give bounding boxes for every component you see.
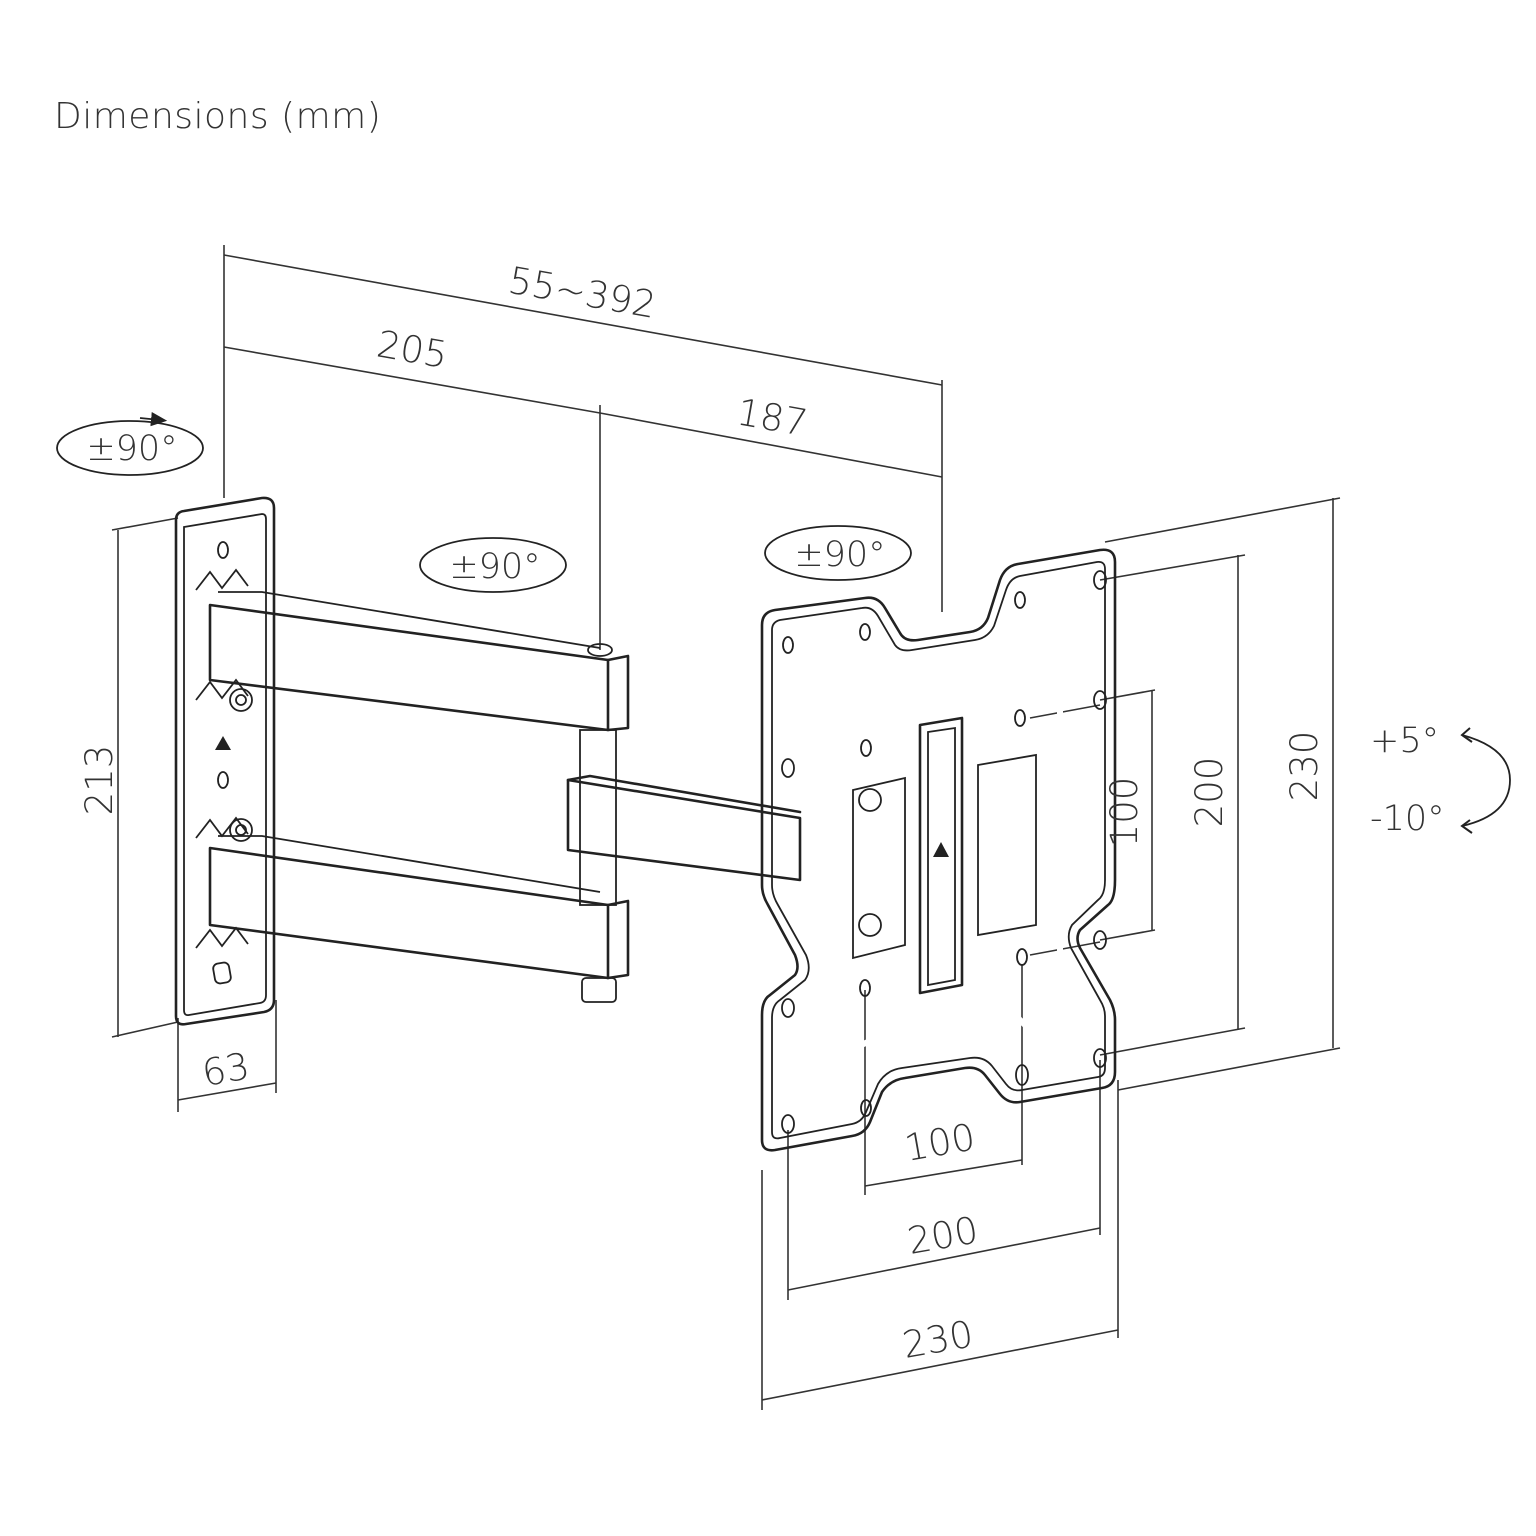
rotation-elbow-label: ±90° [449,547,540,587]
arrow-up-icon [215,736,231,750]
dim-plate-width: 230 [899,1312,976,1367]
rotation-head-symbol [764,525,912,581]
tilt-down-label: -10° [1370,799,1445,839]
page-title: Dimensions (mm) [54,96,382,137]
rotation-wall-symbol [56,411,204,476]
dim-vesa-inner-vertical: 100 [1103,777,1146,848]
dim-vesa-inner-horizontal: 100 [901,1115,978,1170]
dim-arm-first: 205 [374,322,451,377]
dim-vesa-outer-horizontal: 200 [904,1208,981,1263]
dim-arm-extension: 55~392 [505,259,659,327]
dim-vesa-outer-vertical: 200 [1188,757,1231,828]
rotation-wall-label: ±90° [86,429,177,469]
rotation-head-label: ±90° [794,535,885,575]
tilt-symbol [1460,727,1511,834]
dim-plate-height: 230 [1283,731,1326,802]
elbow-arm [566,729,802,906]
dim-wall-plate-width: 63 [199,1044,253,1095]
rotation-elbow-symbol [419,537,567,593]
lower-arm [208,835,630,1003]
wall-plate [174,496,276,1026]
arrow-up-icon [933,842,949,857]
dim-wall-plate-height: 213 [78,745,121,816]
tilt-up-label: +5° [1370,721,1439,761]
dimension-lines [111,245,1341,1410]
dim-arm-second: 187 [734,390,811,445]
vesa-plate [760,548,1117,1152]
